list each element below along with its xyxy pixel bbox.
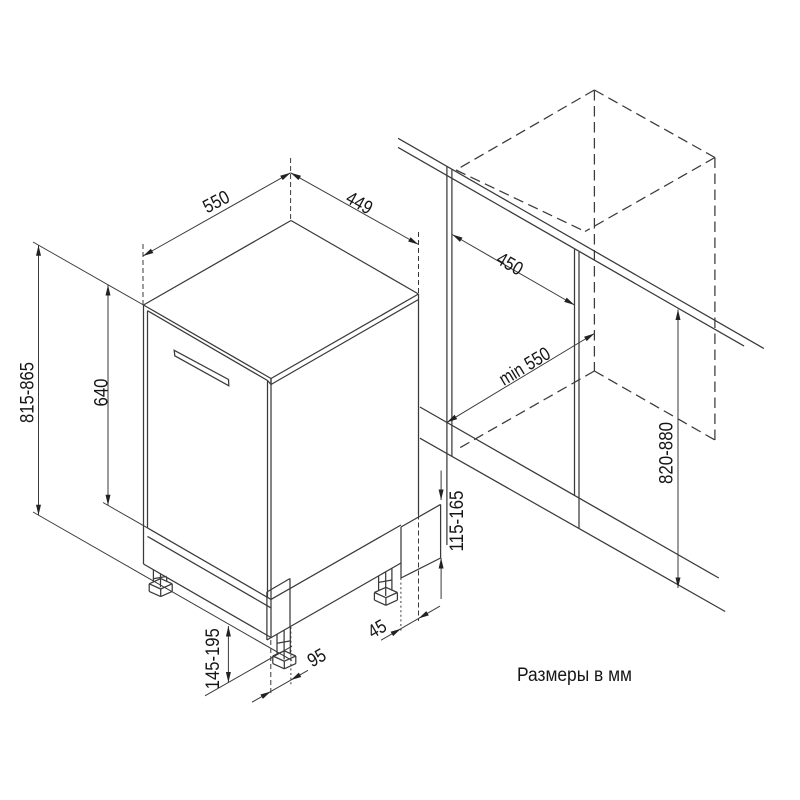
extension-lines <box>32 241 293 697</box>
units-caption: Размеры в мм <box>517 665 632 686</box>
extension-lines-dashed <box>142 158 419 696</box>
niche-countertop <box>397 137 765 350</box>
niche-side-walls <box>446 166 580 545</box>
niche-cavity-dashed <box>455 89 716 451</box>
dim-depth-top <box>142 172 291 257</box>
dim-overall-height <box>36 245 41 516</box>
dim-door-height <box>105 285 111 506</box>
door-handle <box>173 349 230 387</box>
dim-feet-height <box>225 626 231 683</box>
dim-niche-depth <box>446 333 595 423</box>
dim-label-feet-height: 145-195 <box>203 628 224 689</box>
dim-feet-inset-front <box>251 669 309 703</box>
niche-floor-lines <box>419 406 726 613</box>
dim-label-depth-top: 550 <box>200 187 234 218</box>
dim-label-niche-width: 450 <box>493 249 527 281</box>
dim-niche-height <box>675 309 681 588</box>
dim-label-width-top: 449 <box>342 188 376 220</box>
dim-label-door-height: 640 <box>92 379 113 407</box>
toe-kick-panels <box>266 503 442 640</box>
dim-plinth-height <box>438 470 444 599</box>
extension-lines-dotted <box>290 578 402 685</box>
dim-niche-width <box>451 234 575 306</box>
dishwasher-door <box>146 310 272 600</box>
dim-feet-inset-side <box>380 605 441 641</box>
dim-label-feet-inset-front: 95 <box>304 645 330 672</box>
dim-label-overall-height: 815-865 <box>18 362 39 423</box>
dim-width-top <box>290 172 419 245</box>
adjustable-foot-front <box>272 626 297 670</box>
dim-label-niche-height: 820-880 <box>657 422 678 484</box>
adjustable-foot-left <box>148 569 173 598</box>
dishwasher-top <box>143 219 419 386</box>
dishwasher-base <box>142 294 420 641</box>
dim-label-niche-depth: min 550 <box>496 344 555 391</box>
dim-label-plinth-height: 115-165 <box>447 491 468 552</box>
dim-label-feet-inset-side: 45 <box>365 616 391 643</box>
adjustable-foot-right <box>373 568 399 606</box>
